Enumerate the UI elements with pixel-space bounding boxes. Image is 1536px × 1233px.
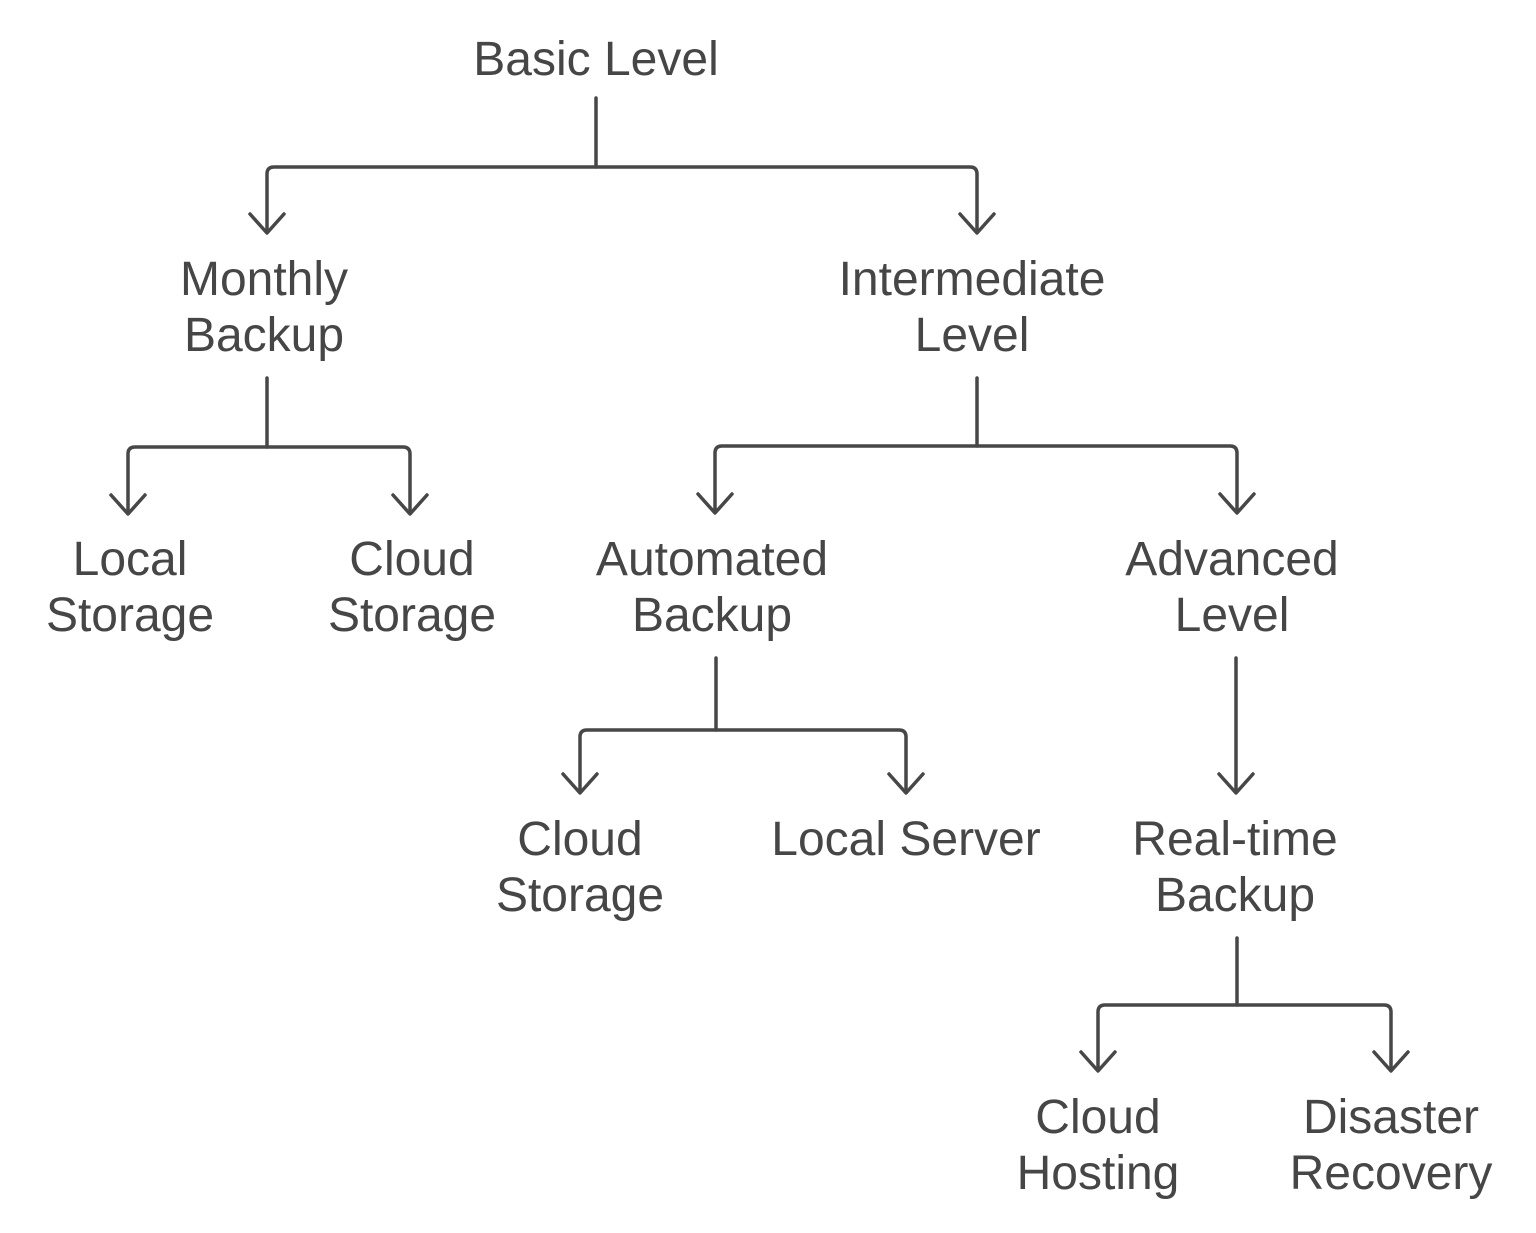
arrowhead-down-icon <box>696 492 734 515</box>
arrowhead-down-icon <box>1217 772 1255 795</box>
arrowhead-down-icon <box>958 212 996 235</box>
node-disaster-recovery: Disaster Recovery <box>1289 1091 1493 1200</box>
branch-line <box>1096 1003 1393 1071</box>
connector-advanced-level <box>1217 656 1255 795</box>
node-monthly-backup: Monthly Backup <box>179 253 349 362</box>
connector-automated-backup <box>561 656 925 795</box>
node-basic-level: Basic Level <box>473 33 719 86</box>
connector-monthly-backup <box>109 376 429 516</box>
arrowhead-down-icon <box>1079 1050 1117 1073</box>
node-advanced-level: Advanced Level <box>1125 533 1339 642</box>
branch-line <box>713 444 1239 513</box>
node-cloud-hosting: Cloud Hosting <box>1016 1091 1180 1200</box>
branch-line <box>126 445 412 514</box>
connector-realtime-backup <box>1079 936 1410 1073</box>
node-realtime-backup: Real-time Backup <box>1132 813 1338 922</box>
connector-intermediate-level <box>696 376 1256 515</box>
branch-line <box>265 165 979 233</box>
arrowhead-down-icon <box>248 212 286 235</box>
arrowhead-down-icon <box>1372 1050 1410 1073</box>
arrowhead-down-icon <box>1218 492 1256 515</box>
node-local-server: Local Server <box>771 813 1041 866</box>
branch-line <box>578 728 908 793</box>
node-local-storage: Local Storage <box>45 533 215 642</box>
node-cloud-storage-2: Cloud Storage <box>495 813 665 922</box>
arrowhead-down-icon <box>561 772 599 795</box>
node-automated-backup: Automated Backup <box>595 533 829 642</box>
node-intermediate-level: Intermediate Level <box>838 253 1106 362</box>
node-cloud-storage-1: Cloud Storage <box>327 533 497 642</box>
connector-basic-level <box>248 96 996 235</box>
arrowhead-down-icon <box>887 772 925 795</box>
arrowhead-down-icon <box>391 493 429 516</box>
arrowhead-down-icon <box>109 493 147 516</box>
